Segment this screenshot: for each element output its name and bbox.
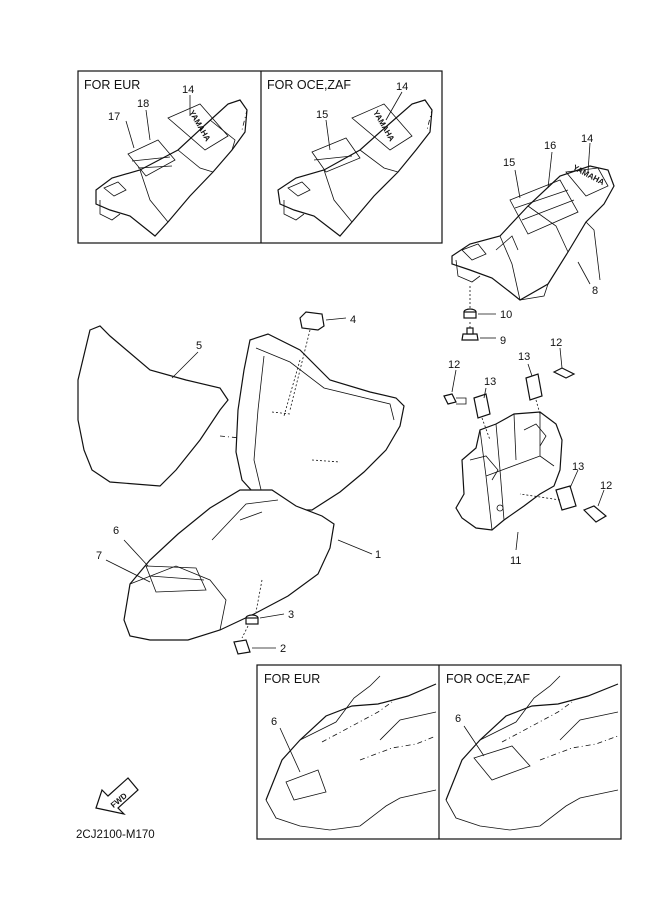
seat-cushion xyxy=(235,333,405,511)
callout-18: 18 xyxy=(137,98,149,110)
decal-6-eur xyxy=(285,769,327,801)
callout-12-right: 12 xyxy=(600,480,612,492)
callout-13-mid: 13 xyxy=(518,351,530,363)
bracket-assembly: 11 13 12 13 12 13 12 xyxy=(443,337,612,567)
bolt-2 xyxy=(233,639,251,655)
callout-16: 16 xyxy=(544,140,556,152)
callout-1: 1 xyxy=(375,549,381,561)
callout-13-left: 13 xyxy=(484,376,496,388)
inset-top-left-title: FOR EUR xyxy=(84,78,140,92)
clip-13-right xyxy=(555,485,577,511)
bracket-11 xyxy=(455,411,563,531)
inset-bottom-right-title: FOR OCE,ZAF xyxy=(446,672,530,686)
callout-14: 14 xyxy=(581,133,593,145)
fwd-arrow: FWD xyxy=(95,777,139,816)
rear-cowl-main: YAMAHA 15 16 14 8 xyxy=(451,133,615,301)
callout-14-eur: 14 xyxy=(182,84,194,96)
clip-13-mid xyxy=(525,373,543,401)
fasteners-center: 10 9 xyxy=(461,286,512,347)
clip-13-left xyxy=(473,393,491,419)
callout-17: 17 xyxy=(108,111,120,123)
inset-bottom: FOR EUR FOR OCE,ZAF 6 6 xyxy=(256,664,622,840)
drawing-code: 2CJ2100-M170 xyxy=(76,829,155,841)
callout-11: 11 xyxy=(510,555,521,567)
callout-13-right: 13 xyxy=(572,461,584,473)
inset-top: FOR EUR FOR OCE,ZAF YAMAHA xyxy=(77,70,443,244)
callout-3: 3 xyxy=(288,609,294,621)
callout-9: 9 xyxy=(500,335,506,347)
callout-6-eur: 6 xyxy=(271,716,277,728)
inset-bottom-left-title: FOR EUR xyxy=(264,672,320,686)
callout-10: 10 xyxy=(500,309,512,321)
callout-12-top: 12 xyxy=(550,337,562,349)
callout-4: 4 xyxy=(350,314,356,326)
seat-cover-5 xyxy=(77,325,229,487)
callout-15: 15 xyxy=(503,157,515,169)
callout-2: 2 xyxy=(280,643,286,655)
fwd-arrow-icon xyxy=(95,777,139,816)
callout-8: 8 xyxy=(592,285,598,297)
decal-6-oce xyxy=(473,745,531,781)
screw-9 xyxy=(461,333,479,341)
inset-top-frame xyxy=(77,70,443,244)
callout-7: 7 xyxy=(96,550,102,562)
screw-12-left xyxy=(443,393,457,405)
seat-assembly: 5 1 6 7 4 3 2 xyxy=(77,311,405,655)
callout-6-oce: 6 xyxy=(455,713,461,725)
inset-top-right-title: FOR OCE,ZAF xyxy=(267,78,351,92)
screw-12-top xyxy=(552,367,576,379)
callout-14-oce: 14 xyxy=(396,81,408,93)
rear-cowl-oce: YAMAHA xyxy=(277,99,433,237)
seat-decal xyxy=(145,565,207,593)
callout-15-oce: 15 xyxy=(316,109,328,121)
seat-base-1 xyxy=(123,489,335,641)
damper-4 xyxy=(299,311,325,331)
callout-5: 5 xyxy=(196,340,202,352)
callout-12-left: 12 xyxy=(448,359,460,371)
screw-12-right xyxy=(582,505,608,523)
callout-6-main: 6 xyxy=(113,525,119,537)
